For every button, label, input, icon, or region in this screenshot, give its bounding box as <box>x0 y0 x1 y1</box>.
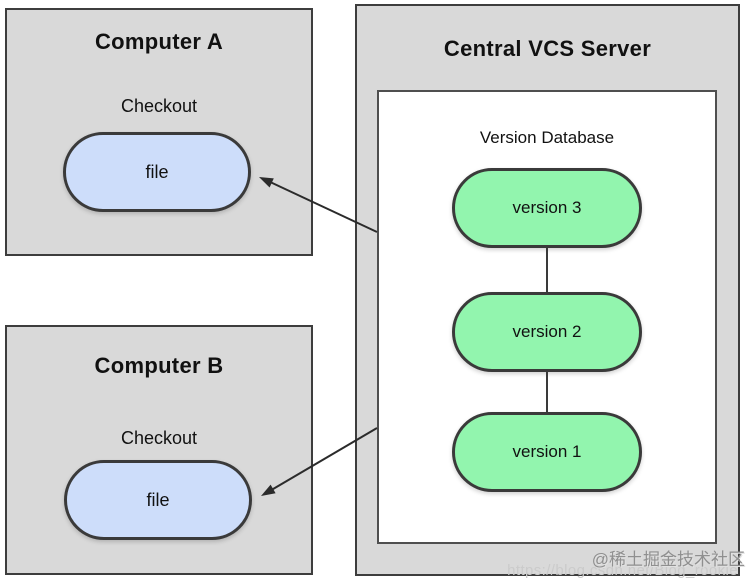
computer-a-file-node: file <box>63 132 251 212</box>
computer-a-box: Computer A Checkout file <box>5 8 313 256</box>
computer-b-checkout-label: Checkout <box>120 428 198 448</box>
version-database-title: Version Database <box>479 128 615 147</box>
computer-a-title: Computer A <box>94 29 224 54</box>
version-3-label: version 3 <box>512 198 582 217</box>
version-database-box: Version Database version 3 version 2 ver… <box>377 90 717 544</box>
computer-a-file-label: file <box>145 161 169 182</box>
computer-b-box: Computer B Checkout file <box>5 325 313 575</box>
computer-b-file-label: file <box>146 489 170 510</box>
version-2-node: version 2 <box>452 292 642 372</box>
computer-b-file-node: file <box>64 460 252 540</box>
watermark-community: @稀土掘金技术社区 <box>591 550 745 569</box>
central-vcs-server-box: Central VCS Server Version Database vers… <box>355 4 740 576</box>
connector-v2-v1 <box>546 372 548 412</box>
version-1-label: version 1 <box>512 442 582 461</box>
version-1-node: version 1 <box>452 412 642 492</box>
connector-v3-v2 <box>546 248 548 292</box>
computer-a-checkout-label: Checkout <box>120 96 198 116</box>
version-3-node: version 3 <box>452 168 642 248</box>
watermark-url: https://blog.csdn.net/Blog_rookie <box>507 562 738 579</box>
computer-b-title: Computer B <box>94 353 224 378</box>
central-vcs-server-title: Central VCS Server <box>443 36 652 61</box>
version-2-label: version 2 <box>512 322 582 341</box>
